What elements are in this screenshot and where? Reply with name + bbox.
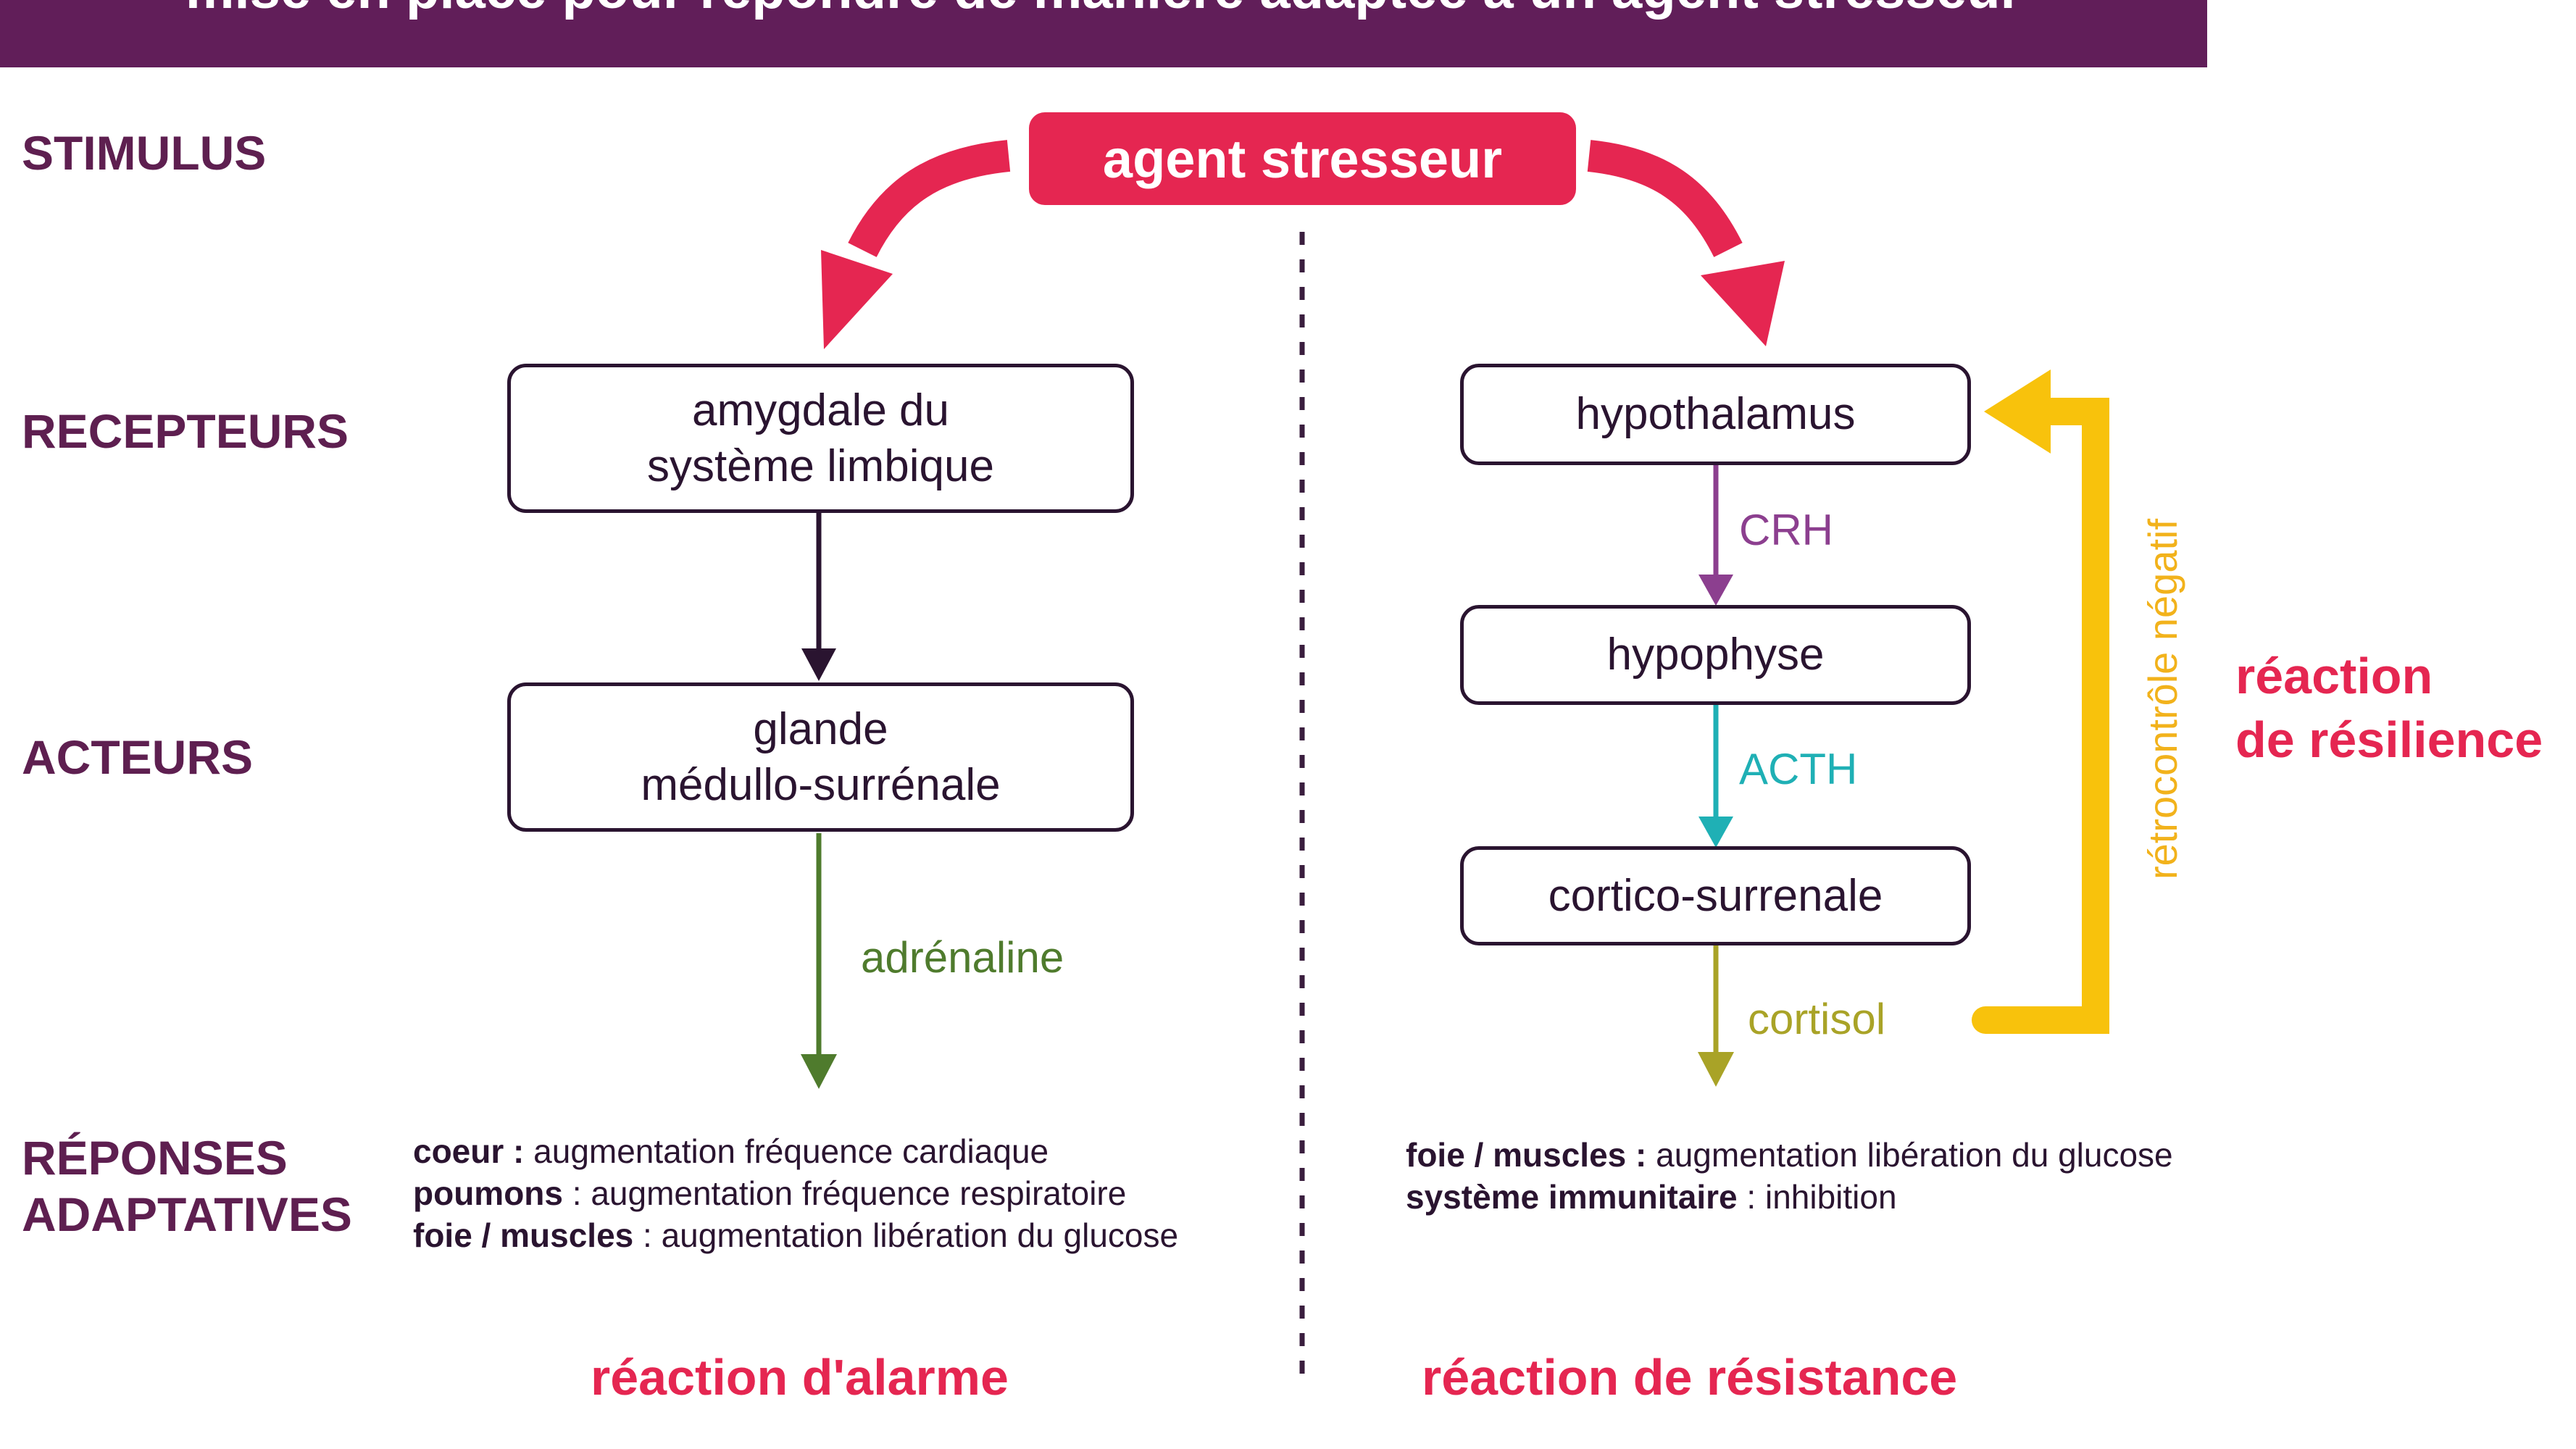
responses-left: coeur : augmentation fréquence cardiaque…	[413, 1130, 1178, 1256]
arrow-adrenaline	[801, 833, 837, 1089]
feedback-loop-arrow	[1972, 369, 2109, 1034]
header-banner: mise en place pour répondre de manière a…	[0, 0, 2207, 67]
row-label-reponses: RÉPONSES ADAPTATIVES	[22, 1130, 352, 1243]
curved-arrow-right-icon	[1587, 140, 1785, 346]
response-item: foie / muscles : augmentation libération…	[1406, 1136, 2173, 1174]
reaction-alarme: réaction d'alarme	[591, 1349, 1009, 1406]
header-title: mise en place pour répondre de manière a…	[0, 0, 2207, 17]
response-item: foie / muscles : augmentation libération…	[413, 1216, 1179, 1254]
reaction-resistance: réaction de résistance	[1422, 1349, 1958, 1406]
receptor-line1: amygdale du	[691, 385, 950, 435]
response-item: système immunitaire : inhibition	[1406, 1178, 1897, 1216]
receptor-box-amygdale: amygdale du système limbique	[507, 364, 1134, 513]
feedback-label: rétrocontrôle négatif	[2140, 518, 2185, 880]
hormone-acth: ACTH	[1739, 745, 1858, 793]
row-label-stimulus: STIMULUS	[22, 126, 267, 180]
responses-right: foie / muscles : augmentation libération…	[1406, 1134, 2173, 1218]
resilience-line2: de résilience	[2235, 711, 2543, 768]
actor-box-medullo: glande médullo-surrénale	[507, 682, 1134, 832]
hormone-adrenaline: adrénaline	[861, 933, 1064, 982]
reaction-resilience: réaction de résilience	[2235, 645, 2543, 772]
curved-arrow-left-icon	[821, 140, 1011, 349]
arrow-crh	[1698, 465, 1733, 606]
row-label-recepteurs: RECEPTEURS	[22, 404, 349, 458]
actor-line1: glande	[753, 703, 888, 754]
box-hypophyse: hypophyse	[1460, 605, 1971, 705]
arrow-acth	[1698, 704, 1733, 848]
box-hypothalamus: hypothalamus	[1460, 364, 1971, 465]
receptor-line2: système limbique	[647, 441, 994, 491]
hypophyse-label: hypophyse	[1606, 630, 1825, 680]
stimulus-box: agent stresseur	[1029, 112, 1576, 205]
hypothalamus-label: hypothalamus	[1575, 389, 1856, 440]
resilience-line1: réaction	[2235, 648, 2433, 704]
cortico-label: cortico-surrenale	[1548, 870, 1883, 921]
row-label-reponses-line1: RÉPONSES	[22, 1131, 288, 1185]
response-item: coeur : augmentation fréquence cardiaque	[413, 1132, 1049, 1170]
row-label-reponses-line2: ADAPTATIVES	[22, 1187, 352, 1241]
arrow-receptor-to-actor	[801, 513, 836, 681]
box-cortico-surrenale: cortico-surrenale	[1460, 846, 1971, 945]
stimulus-label: agent stresseur	[1102, 128, 1503, 189]
hormone-cortisol: cortisol	[1748, 995, 1886, 1043]
hormone-crh: CRH	[1739, 506, 1833, 554]
response-item: poumons : augmentation fréquence respira…	[413, 1174, 1127, 1212]
row-label-acteurs: ACTEURS	[22, 730, 254, 784]
actor-line2: médullo-surrénale	[641, 760, 1001, 810]
arrow-cortisol	[1698, 945, 1734, 1087]
